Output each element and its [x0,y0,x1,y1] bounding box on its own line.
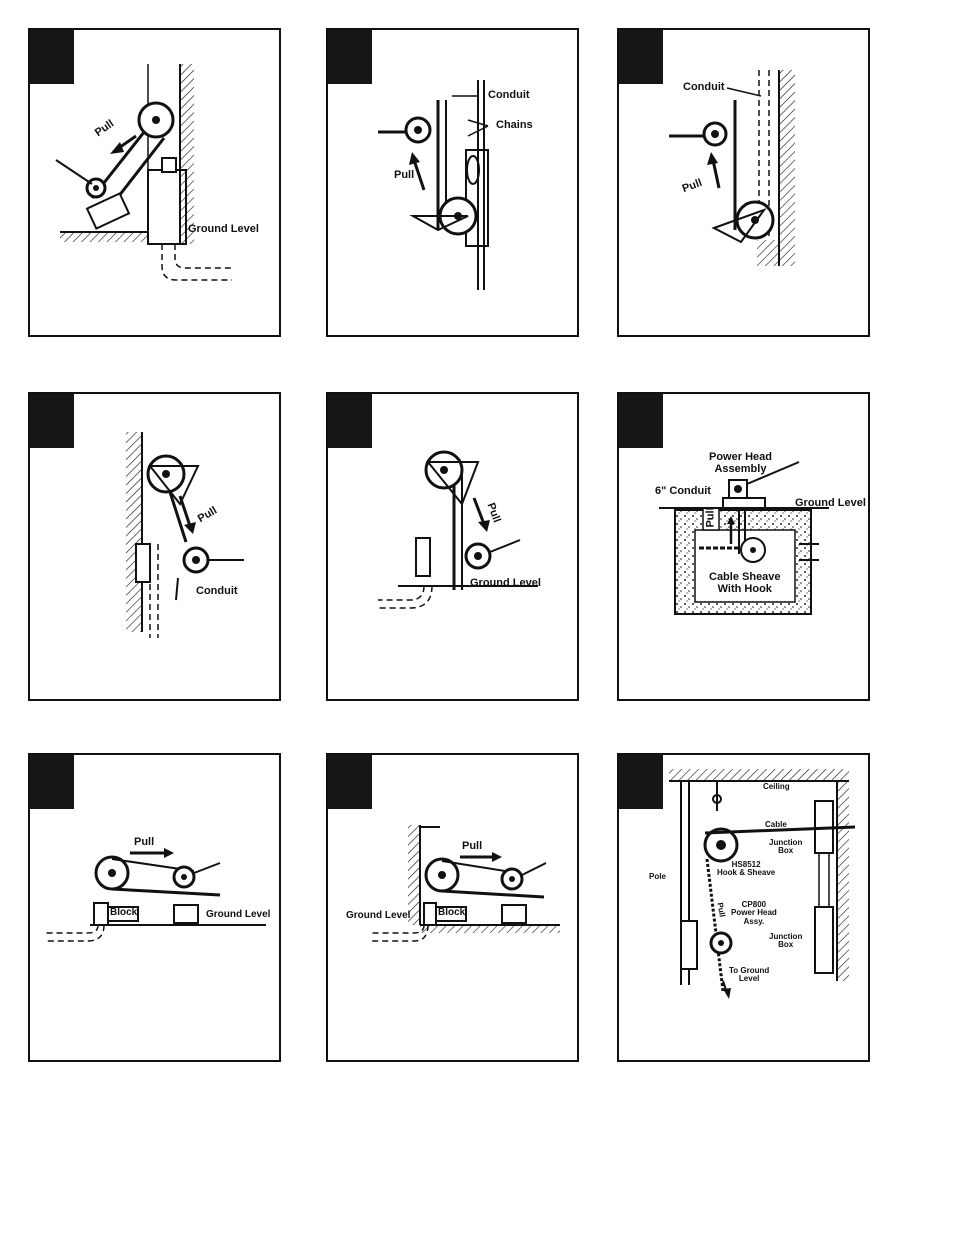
junction-box-label-upper: Junction Box [769,838,803,856]
pole-puller-on-wall-conduit-illustration [669,70,795,266]
chains-label: Chains [496,119,533,131]
panel-number-tab [30,30,74,84]
vault-puller-illustration [659,461,829,615]
ceiling-label: Ceiling [763,782,790,791]
diagram-panel-8: Pull Block Ground Level [326,753,579,1062]
diagram-panel-1: Pull Ground Level [28,28,281,337]
cable-label: Cable [765,820,787,829]
panel-number-tab [328,394,372,448]
power-head-label: CP800 Power Head Assy. [731,900,777,926]
hook-sheave-label: HS8512 Hook & Sheave [717,860,776,878]
sheave-label: Cable Sheave With Hook [709,571,781,595]
conduit-label: Conduit [488,89,530,101]
block-label: Block [438,907,466,918]
panel-number-tab [619,394,663,448]
panel-number-tab [30,394,74,448]
block-label: Block [110,907,138,918]
to-ground-level-label: To Ground Level [729,966,770,984]
diagram-panel-6: Power Head Assembly 6" Conduit Ground Le… [617,392,870,701]
pole-puller-on-conduit-illustration [378,80,489,290]
horizontal-puller-illustration [44,848,266,942]
horizontal-puller-wall-illustration [372,825,560,942]
wall-mounted-puller-illustration [126,432,244,638]
diagram-panel-3: Conduit Pull [617,28,870,337]
diagram-panel-7: Pull Block Ground Level [28,753,281,1062]
ceiling-hook-sheave-illustration [669,769,856,999]
diagram-panel-5: Pull Ground Level [326,392,579,701]
pull-label: Pull [134,836,155,848]
ground-level-label: Ground Level [188,223,259,235]
ground-level-label: Ground Level [795,497,866,509]
panel-number-tab [328,755,372,809]
pull-label: Pull [715,901,727,918]
power-head-label: Power Head Assembly [709,451,772,475]
pull-label: Pull [704,507,717,528]
panel-number-tab [328,30,372,84]
junction-box-label-lower: Junction Box [769,932,803,950]
panel-number-tab [619,30,663,84]
diagram-panel-4: Pull Conduit [28,392,281,701]
pull-label: Pull [462,840,483,852]
ground-level-label: Ground Level [206,909,271,920]
pole-puller-on-slab-illustration [55,64,232,281]
conduit-label: Conduit [683,81,725,93]
pull-label: Pull [394,169,415,181]
conduit-label: 6" Conduit [655,485,711,497]
conduit-label: Conduit [196,585,238,597]
ground-level-label: Ground Level [346,910,411,921]
ground-level-label: Ground Level [470,577,541,589]
diagram-panel-9: Ceiling Cable Junction Box Pole HS8512 H… [617,753,870,1062]
free-standing-puller-illustration [378,450,538,609]
panel-number-tab [619,755,663,809]
diagram-panel-2: Conduit Chains Pull [326,28,579,337]
pole-label: Pole [649,872,666,881]
panel-number-tab [30,755,74,809]
